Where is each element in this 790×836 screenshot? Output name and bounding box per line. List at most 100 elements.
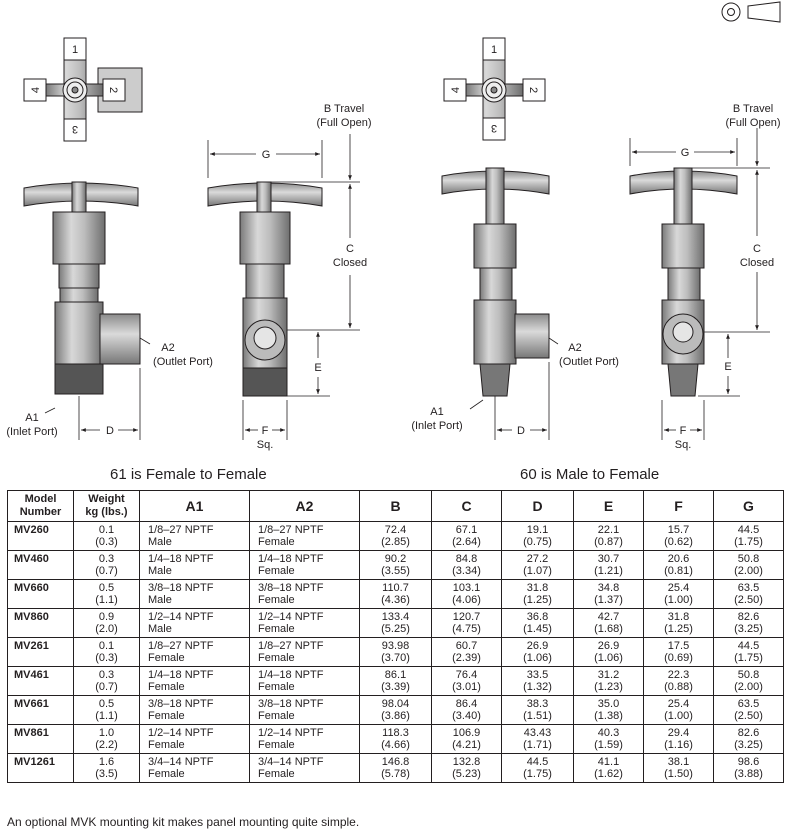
cell-d: 31.8(1.25) <box>501 579 574 609</box>
sq-label: Sq. <box>257 439 274 451</box>
header-a2: A2 <box>249 490 360 522</box>
cell-e: 31.2(1.23) <box>573 666 644 696</box>
handle-top-view-right <box>443 37 546 141</box>
cell-weight: 0.3(0.7) <box>73 666 140 696</box>
cell-f: 22.3(0.88) <box>643 666 714 696</box>
cell-f: 15.7(0.62) <box>643 521 714 551</box>
cell-b: 118.3(4.66) <box>359 724 432 754</box>
cell-weight: 0.5(1.1) <box>73 695 140 725</box>
cell-b: 110.7(4.36) <box>359 579 432 609</box>
caption-61: 61 is Female to Female <box>110 466 267 483</box>
cell-g: 44.5(1.75) <box>713 637 784 667</box>
handle-mark-1: 1 <box>72 44 78 56</box>
cell-g: 82.6(3.25) <box>713 724 784 754</box>
cell-e: 34.8(1.37) <box>573 579 644 609</box>
a1-label: A1 <box>25 412 38 424</box>
projection-symbol-icon <box>721 1 781 23</box>
f-dim-label: F <box>262 425 269 437</box>
cell-g: 44.5(1.75) <box>713 521 784 551</box>
cell-g: 63.5(2.50) <box>713 579 784 609</box>
c-dim-label-right: C <box>753 243 761 255</box>
a2-label-right: A2 <box>568 342 581 354</box>
handle-mark-4-right: 4 <box>450 87 462 93</box>
cell-weight: 0.5(1.1) <box>73 579 140 609</box>
g-dim-label-right: G <box>681 147 690 159</box>
cell-e: 35.0(1.38) <box>573 695 644 725</box>
cell-c: 84.8(3.34) <box>431 550 502 580</box>
handle-mark-2: 2 <box>107 87 119 93</box>
cell-e: 22.1(0.87) <box>573 521 644 551</box>
cell-model: MV460 <box>7 550 74 580</box>
b-travel-sublabel: (Full Open) <box>316 117 371 129</box>
caption-60: 60 is Male to Female <box>520 466 660 483</box>
e-dim-label: E <box>314 362 321 374</box>
cell-e: 40.3(1.59) <box>573 724 644 754</box>
cell-d: 27.2(1.07) <box>501 550 574 580</box>
valve-dimension-drawing: 1 2 3 4 1 2 3 4 <box>6 1 781 451</box>
header-g: G <box>713 490 784 522</box>
cell-d: 36.8(1.45) <box>501 608 574 638</box>
cell-model: MV260 <box>7 521 74 551</box>
f-dim-label-right: F <box>680 425 687 437</box>
footnote: An optional MVK mounting kit makes panel… <box>7 815 360 829</box>
cell-d: 38.3(1.51) <box>501 695 574 725</box>
cell-weight: 0.3(0.7) <box>73 550 140 580</box>
sq-label-right: Sq. <box>675 439 692 451</box>
header-a1: A1 <box>139 490 250 522</box>
header-e: E <box>573 490 644 522</box>
header-f: F <box>643 490 714 522</box>
handle-mark-2-right: 2 <box>527 87 539 93</box>
a2-outlet-label-right: (Outlet Port) <box>559 356 619 368</box>
d-dim-label: D <box>106 425 114 437</box>
dimension-lines-right <box>469 128 770 440</box>
handle-top-view-left <box>23 37 143 142</box>
cell-f: 25.4(1.00) <box>643 695 714 725</box>
cell-model: MV661 <box>7 695 74 725</box>
cell-b: 98.04(3.86) <box>359 695 432 725</box>
cell-b: 90.2(3.55) <box>359 550 432 580</box>
g-dim-label: G <box>262 149 271 161</box>
cell-f: 38.1(1.50) <box>643 753 714 783</box>
e-dim-label-right: E <box>724 361 731 373</box>
valve-60-front-view <box>629 167 738 397</box>
cell-d: 44.5(1.75) <box>501 753 574 783</box>
cell-b: 86.1(3.39) <box>359 666 432 696</box>
handle-mark-3: 3 <box>72 123 78 135</box>
cell-c: 103.1(4.06) <box>431 579 502 609</box>
cell-c: 132.8(5.23) <box>431 753 502 783</box>
cell-b: 93.98(3.70) <box>359 637 432 667</box>
b-travel-label: B Travel <box>324 103 364 115</box>
cell-e: 30.7(1.21) <box>573 550 644 580</box>
cell-b: 146.8(5.78) <box>359 753 432 783</box>
dimension-lines-left <box>44 134 360 440</box>
cell-model: MV261 <box>7 637 74 667</box>
cell-g: 82.6(3.25) <box>713 608 784 638</box>
header-b: B <box>359 490 432 522</box>
cell-weight: 0.1(0.3) <box>73 521 140 551</box>
cell-model: MV1261 <box>7 753 74 783</box>
a1-inlet-label: (Inlet Port) <box>6 426 57 438</box>
cell-c: 60.7(2.39) <box>431 637 502 667</box>
c-dim-label: C <box>346 243 354 255</box>
cell-weight: 1.6(3.5) <box>73 753 140 783</box>
cell-e: 26.9(1.06) <box>573 637 644 667</box>
cell-c: 106.9(4.21) <box>431 724 502 754</box>
cell-weight: 0.1(0.3) <box>73 637 140 667</box>
header-c: C <box>431 490 502 522</box>
